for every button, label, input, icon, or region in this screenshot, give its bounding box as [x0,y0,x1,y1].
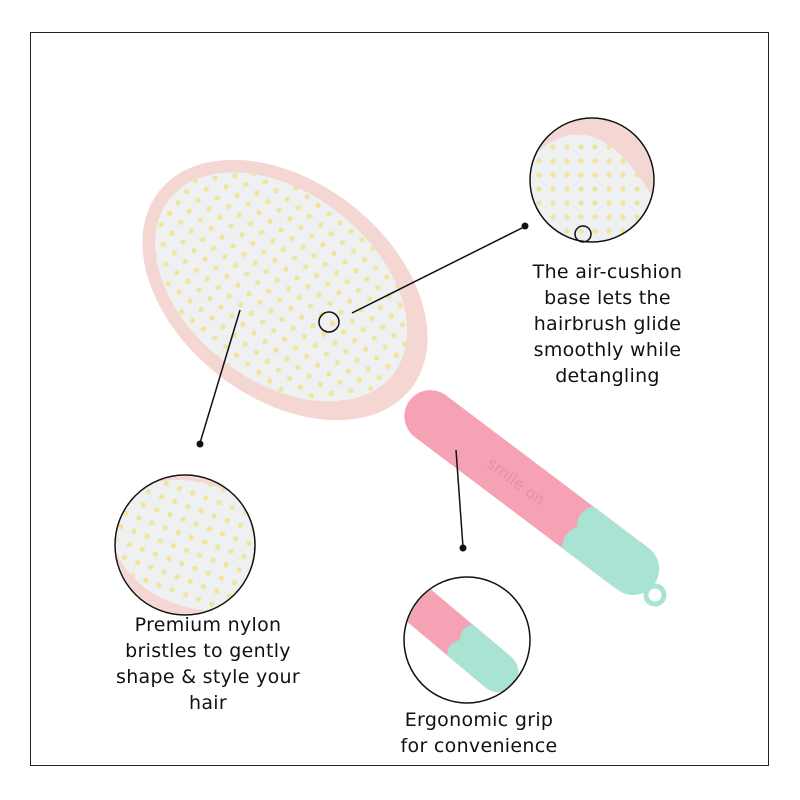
bristles-zoom-image [116,476,254,614]
brush-handle: smile on [404,390,660,596]
air-cushion-zoom-image [531,119,653,241]
grip-zoom-image [405,578,519,693]
grip-caption: Ergonomic grip for convenience [364,707,594,759]
caption-line: shape & style your [116,666,300,688]
zoom-circle-border [529,117,655,243]
air-cushion-leader-line [351,226,525,314]
image-frame [30,32,769,766]
leader-dot [196,440,204,448]
zoom-circle-border [403,576,531,704]
bristles-leader-line [199,309,241,444]
caption-line: base lets the [544,287,671,309]
caption-line: Ergonomic grip [404,709,554,731]
hang-loop [643,583,667,607]
grip-leader-line [455,449,464,548]
caption-line: Premium nylon [134,614,282,636]
caption-line: bristles to gently [125,640,291,662]
air-cushion-marker [318,311,340,333]
caption-line: hair [189,692,227,714]
leader-dot [521,222,529,230]
caption-line: The air-cushion [532,261,683,283]
caption-line: for convenience [400,735,558,757]
caption-line: hairbrush glide [533,313,682,335]
brush-head [142,159,428,421]
leader-dot [459,544,467,552]
caption-line: smoothly while [533,339,682,361]
air-cushion-caption: The air-cushion base lets the hairbrush … [490,259,725,389]
bristles-caption: Premium nylon bristles to gently shape &… [88,612,328,716]
zoom-marker [574,225,592,243]
zoom-circle-border [114,474,256,616]
caption-line: detangling [555,365,660,387]
